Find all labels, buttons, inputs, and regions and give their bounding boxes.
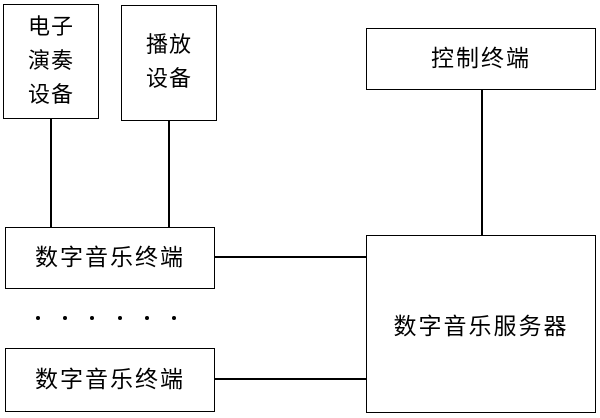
electronic-device-line-1: 电子 (27, 14, 74, 40)
connector-electronic-to-terminal (50, 118, 52, 228)
terminal-ellipsis (36, 310, 176, 326)
connector-terminal1-to-server (214, 256, 368, 258)
control-terminal-label: 控制终端 (431, 46, 531, 72)
electronic-performance-device-box: 电子 演奏 设备 (3, 4, 99, 119)
electronic-performance-device-label: 电子 演奏 设备 (28, 11, 74, 113)
ellipsis-dot (63, 316, 68, 320)
digital-music-terminal-label-2: 数字音乐终端 (35, 367, 185, 393)
playback-device-line-2: 设备 (145, 67, 192, 92)
ellipsis-dot (90, 316, 95, 320)
digital-music-terminal-box-2: 数字音乐终端 (5, 348, 215, 412)
connector-terminal2-to-server (214, 378, 368, 380)
ellipsis-dot (171, 316, 176, 320)
digital-music-terminal-box-1: 数字音乐终端 (5, 227, 215, 289)
ellipsis-dot (117, 316, 122, 320)
digital-music-terminal-label-1: 数字音乐终端 (35, 245, 185, 271)
control-terminal-box: 控制终端 (366, 28, 596, 90)
playback-device-box: 播放 设备 (121, 5, 217, 121)
playback-device-label: 播放 设备 (146, 29, 192, 97)
ellipsis-dot (36, 316, 40, 320)
playback-device-line-1: 播放 (145, 33, 192, 58)
digital-music-server-label: 数字音乐服务器 (393, 314, 569, 340)
ellipsis-dot (144, 316, 149, 320)
electronic-device-line-3: 设备 (27, 82, 74, 108)
connector-playback-to-terminal (168, 120, 170, 228)
digital-music-server-box: 数字音乐服务器 (366, 235, 596, 413)
electronic-device-line-2: 演奏 (27, 48, 74, 74)
connector-control-to-server (481, 88, 483, 236)
